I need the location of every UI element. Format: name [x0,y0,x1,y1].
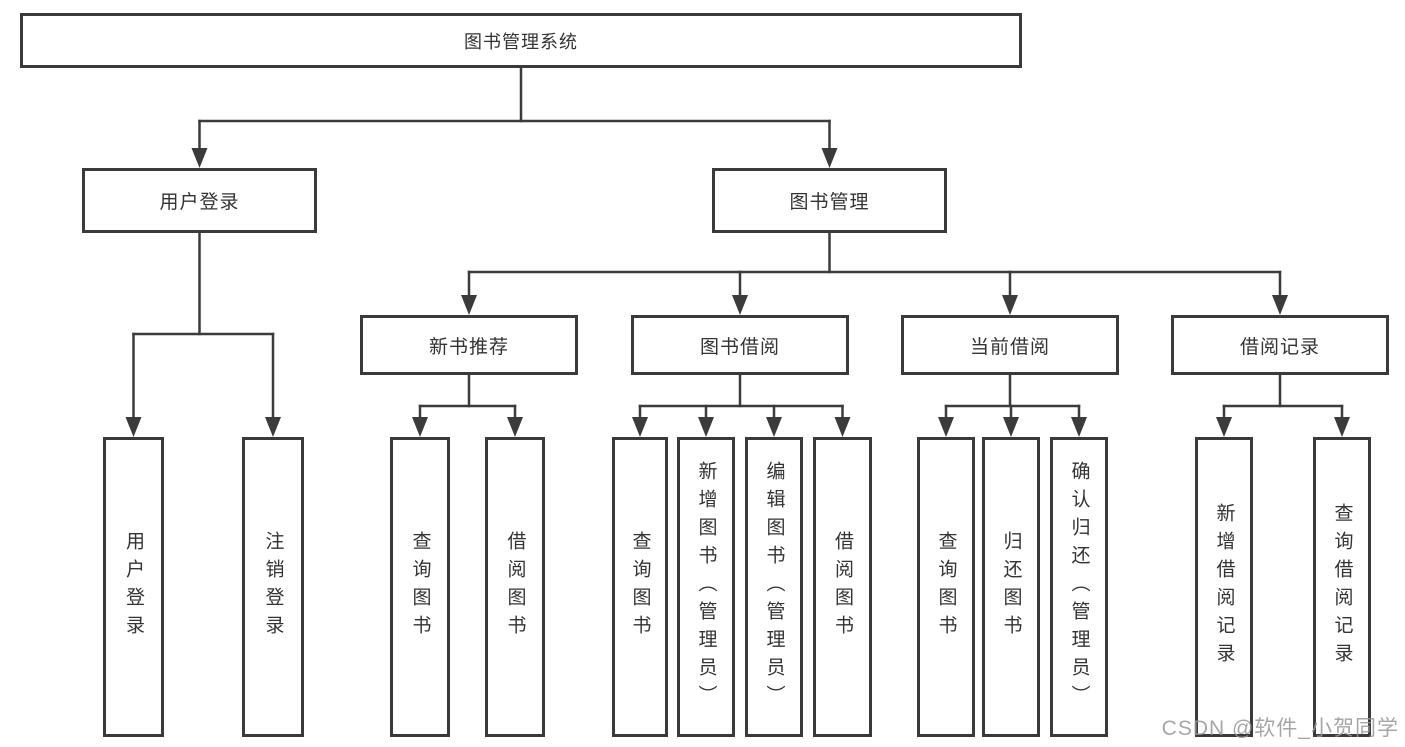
node-label: 新增借阅记录 [1213,503,1235,671]
watermark: CSDN @软件_小贺同学 [1161,717,1399,740]
node-label: 新增图书（管理员） [695,461,717,713]
leaf-query-books: 查询图书 [917,437,975,737]
node-book-borrowing: 图书借阅 [631,315,849,375]
leaf-confirm-return-admin: 确认归还（管理员） [1050,437,1108,737]
node-label: 新书推荐 [428,336,509,358]
node-new-book-recommend: 新书推荐 [360,315,578,375]
leaf-user-login: 用户登录 [103,437,164,737]
node-library-management-system: 图书管理系统 [20,13,1022,68]
node-label: 图书管理系统 [464,31,578,52]
node-label: 查询图书 [935,531,957,643]
leaf-edit-book-admin: 编辑图书（管理员） [745,437,803,737]
leaf-borrow-books: 借阅图书 [813,437,872,737]
leaf-query-borrow-record: 查询借阅记录 [1313,437,1371,737]
node-label: 用户登录 [123,531,144,643]
node-label: 图书管理 [789,192,870,213]
node-label: 图书借阅 [699,336,780,358]
node-label: 借阅图书 [832,531,853,643]
node-label: 归还图书 [1000,531,1022,643]
node-label: 查询借阅记录 [1331,503,1353,671]
leaf-add-borrow-record: 新增借阅记录 [1195,437,1253,737]
node-label: 编辑图书（管理员） [763,461,785,713]
node-label: 查询图书 [409,531,431,643]
node-user-login: 用户登录 [82,168,317,233]
node-label: 确认归还（管理员） [1068,461,1090,713]
leaf-return-books: 归还图书 [982,437,1040,737]
node-label: 注销登录 [262,531,284,643]
node-book-management: 图书管理 [712,168,947,233]
node-borrowing-records: 借阅记录 [1171,315,1389,375]
leaf-logout: 注销登录 [242,437,304,737]
leaf-query-books: 查询图书 [612,437,668,737]
node-current-borrowing: 当前借阅 [901,315,1119,375]
node-label: 用户登录 [159,192,240,213]
node-label: 当前借阅 [969,336,1050,358]
leaf-borrow-books: 借阅图书 [485,437,545,737]
leaf-add-book-admin: 新增图书（管理员） [677,437,735,737]
node-label: 查询图书 [629,531,651,643]
leaf-query-books: 查询图书 [390,437,450,737]
node-label: 借阅图书 [504,531,526,643]
node-label: 借阅记录 [1239,336,1320,358]
